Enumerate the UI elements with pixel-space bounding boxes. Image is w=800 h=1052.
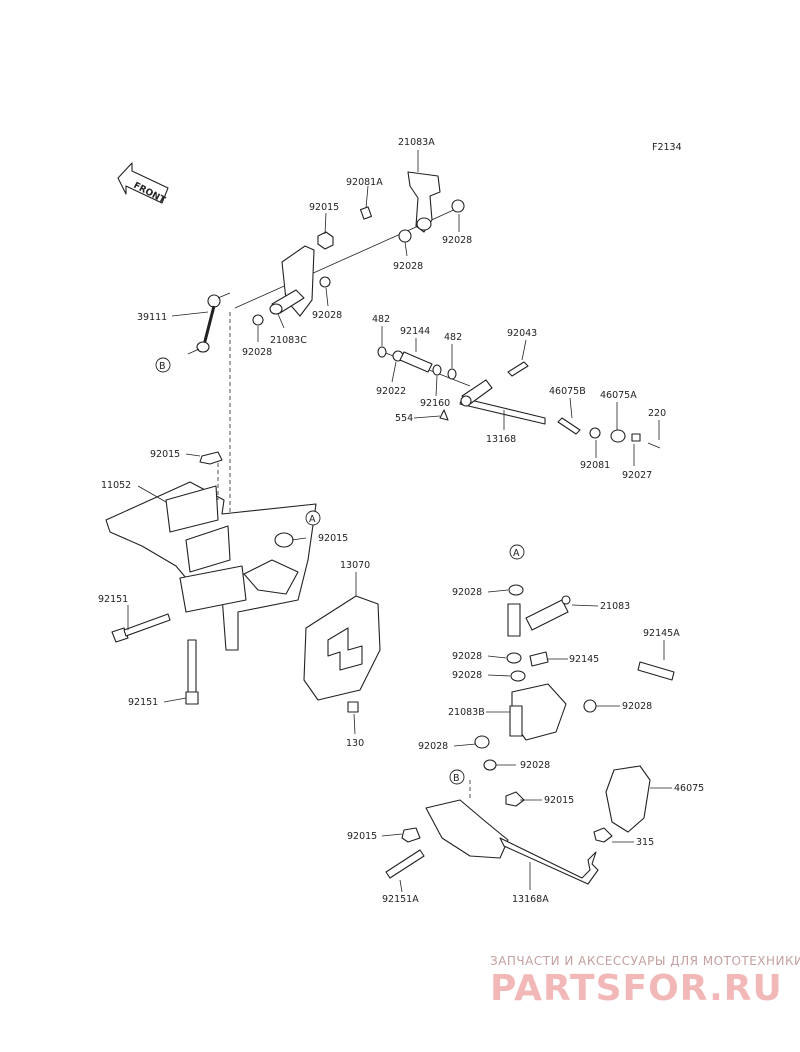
part-label: 92028 [622, 701, 652, 712]
part-label: 46075B [549, 386, 586, 397]
watermark: ЗАПЧАСТИ И АКСЕССУАРЫ ДЛЯ МОТОТЕХНИКИ PA… [490, 954, 800, 1009]
part-label: 92028 [242, 347, 272, 358]
part-label: 46075A [600, 390, 637, 401]
part-label: 92028 [520, 760, 550, 771]
watermark-line1: ЗАПЧАСТИ И АКСЕССУАРЫ ДЛЯ МОТОТЕХНИКИ [490, 954, 800, 968]
part-label: 130 [346, 738, 364, 749]
part-label: 92151A [382, 894, 419, 905]
part-label: 92160 [420, 398, 450, 409]
pin-92043 [507, 361, 529, 377]
part-label: 39111 [137, 312, 167, 323]
frame-bracket-11052 [105, 451, 317, 651]
figure-code: F2134 [652, 142, 682, 153]
front-arrow: FRONT [117, 162, 169, 206]
part-label: 92145 [569, 654, 599, 665]
part-label: 220 [648, 408, 666, 419]
spring-92144 [399, 351, 433, 373]
svg-text:A: A [513, 548, 520, 559]
bolts-92151 [111, 613, 359, 713]
part-label: 482 [444, 332, 462, 343]
watermark-logo: PARTSFOR.RU [490, 968, 783, 1009]
part-label: 92145A [643, 628, 680, 639]
part-label: 92151 [98, 594, 128, 605]
part-label: 92028 [312, 310, 342, 321]
part-label: 482 [372, 314, 390, 325]
part-label: 21083A [398, 137, 435, 148]
part-labels: 21083A 92081A 92015 92028 92028 92028 39… [98, 137, 704, 905]
svg-text:B: B [159, 361, 166, 372]
part-label: 92015 [309, 202, 339, 213]
part-label: 92028 [452, 651, 482, 662]
part-label: 92081 [580, 460, 610, 471]
shift-arm-assembly [187, 171, 465, 540]
part-label: 92028 [452, 670, 482, 681]
part-label: 92081A [346, 177, 383, 188]
part-label: 92015 [347, 831, 377, 842]
part-label: 92028 [393, 261, 423, 272]
pedal-bracket [425, 799, 509, 859]
part-label: 13168 [486, 434, 516, 445]
part-label: 315 [636, 837, 654, 848]
part-label: 92015 [544, 795, 574, 806]
part-label: 92027 [622, 470, 652, 481]
part-label: 92028 [418, 741, 448, 752]
part-label: 92028 [442, 235, 472, 246]
part-label: 21083 [600, 601, 630, 612]
pedal-assembly [385, 584, 675, 885]
part-label: 21083C [270, 335, 307, 346]
part-label: 554 [395, 413, 413, 424]
callout-a-bottom: A [509, 544, 525, 560]
part-label: 92028 [452, 587, 482, 598]
bushing-21083 [507, 603, 521, 637]
callout-a-top: A [305, 510, 321, 526]
callout-b-bottom: B [449, 769, 465, 785]
part-label: 13070 [340, 560, 370, 571]
part-label: 92022 [376, 386, 406, 397]
part-label: 92151 [128, 697, 158, 708]
part-label: 92015 [150, 449, 180, 460]
part-label: 92043 [507, 328, 537, 339]
leader-lines [127, 150, 672, 893]
shift-shaft-assembly [377, 346, 661, 449]
part-label: 13168A [512, 894, 549, 905]
spring-92145a [637, 661, 675, 681]
cover-plate-13070 [303, 595, 381, 701]
svg-text:B: B [453, 773, 460, 784]
part-label: 21083B [448, 707, 485, 718]
svg-text:A: A [309, 514, 316, 525]
part-label: 92144 [400, 326, 430, 337]
part-label: 11052 [101, 480, 131, 491]
pedal-rubber-46075 [605, 765, 651, 833]
callout-b-top: B [155, 357, 171, 373]
part-label: 46075 [674, 783, 704, 794]
pedal-lever-13168a [499, 837, 599, 885]
part-label: 92015 [318, 533, 348, 544]
